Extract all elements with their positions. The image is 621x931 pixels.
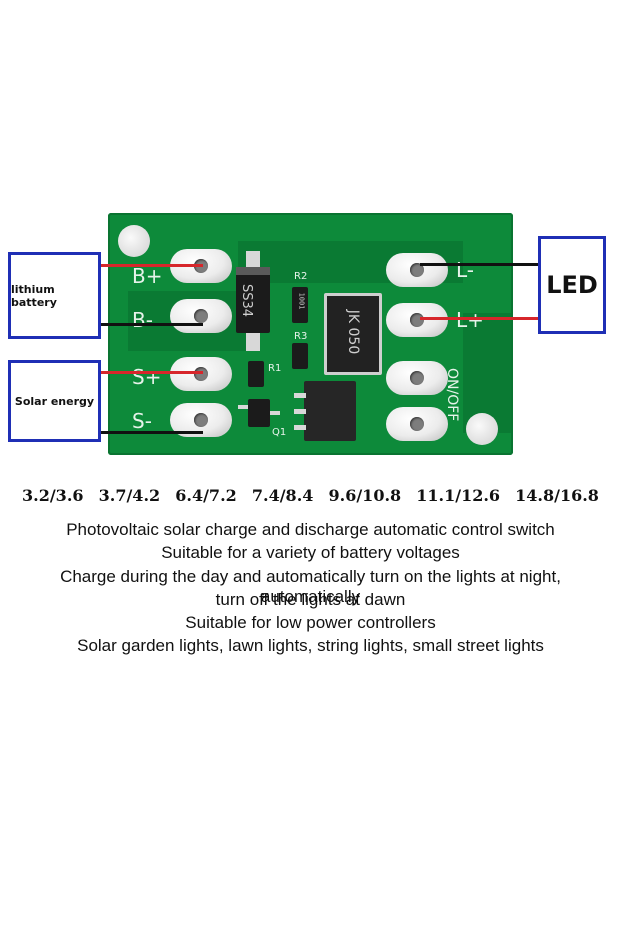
resistor-r1 (248, 361, 264, 387)
ic-jk050: JK 050 (324, 293, 382, 375)
wire-solar-minus (99, 431, 203, 434)
silk-r2: R2 (294, 271, 308, 282)
pad-b-plus (170, 249, 232, 283)
description-line: Suitable for a variety of battery voltag… (161, 543, 460, 562)
silk-s-minus: S- (132, 409, 152, 433)
diode-ss34: SS34 (236, 267, 270, 333)
wire-battery-plus (99, 264, 203, 267)
pad-s-plus (170, 357, 232, 391)
description-line: turn off the lights at dawn (215, 590, 406, 609)
voltage-option: 9.6/10.8 (328, 486, 402, 505)
voltage-option: 11.1/12.6 (416, 486, 501, 505)
pad-switch-1 (386, 361, 448, 395)
mounting-hole (118, 225, 150, 257)
voltage-option: 6.4/7.2 (175, 486, 237, 505)
transistor-lead (270, 411, 280, 415)
pcb-board: B+ B- S+ S- L- L+ ON/OFF R2 R3 R1 Q1 SS3… (108, 213, 513, 455)
voltage-option: 14.8/16.8 (515, 486, 599, 505)
resistor-r2: 1001 (292, 287, 308, 323)
voltage-option: 3.7/4.2 (98, 486, 161, 505)
resistor-r3 (292, 343, 308, 369)
silk-on-off: ON/OFF (444, 368, 460, 422)
wire-led-plus (420, 317, 540, 320)
diode-lead (246, 331, 260, 351)
battery-label: lithium battery (11, 282, 57, 309)
silk-r3: R3 (294, 331, 308, 342)
silk-r1: R1 (268, 363, 282, 374)
silk-q1: Q1 (272, 427, 287, 438)
ic-label: JK 050 (345, 309, 362, 355)
solar-label-box: Solar energy (8, 360, 101, 442)
voltage-option: 3.2/3.6 (22, 486, 84, 505)
battery-label-box: lithium battery (8, 252, 101, 339)
silk-l-plus: L+ (456, 308, 484, 332)
diode-label: SS34 (239, 283, 255, 318)
transistor-q1 (248, 399, 270, 427)
mosfet-lead (294, 425, 306, 430)
mosfet-lead (294, 393, 306, 398)
led-label-box: LED (538, 236, 606, 334)
description-line: Suitable for low power controllers (185, 613, 436, 632)
led-label: LED (546, 271, 598, 299)
description-line: Photovoltaic solar charge and discharge … (66, 520, 555, 539)
description-line: Solar garden lights, lawn lights, string… (77, 636, 544, 655)
silk-b-minus: B- (132, 308, 153, 332)
diode-lead (246, 251, 260, 271)
resistor-label: 1001 (297, 292, 306, 310)
wire-solar-plus (99, 371, 203, 374)
voltage-option: 7.4/8.4 (251, 486, 314, 505)
voltage-list: 3.2/3.6 3.7/4.2 6.4/7.2 7.4/8.4 9.6/10.8… (22, 486, 599, 505)
description-line: Charge during the day and automatically … (60, 567, 561, 606)
pad-switch-2 (386, 407, 448, 441)
solar-label: Solar energy (14, 394, 95, 408)
pad-l-plus (386, 303, 448, 337)
pad-l-minus (386, 253, 448, 287)
transistor-lead (238, 405, 248, 409)
silk-b-plus: B+ (132, 264, 163, 288)
silk-s-plus: S+ (132, 365, 162, 389)
wire-battery-minus (99, 323, 203, 326)
mounting-hole (466, 413, 498, 445)
pad-b-minus (170, 299, 232, 333)
mosfet (304, 381, 356, 441)
silk-l-minus: L- (456, 258, 475, 282)
mosfet-lead (294, 409, 306, 414)
wire-led-minus (420, 263, 540, 266)
